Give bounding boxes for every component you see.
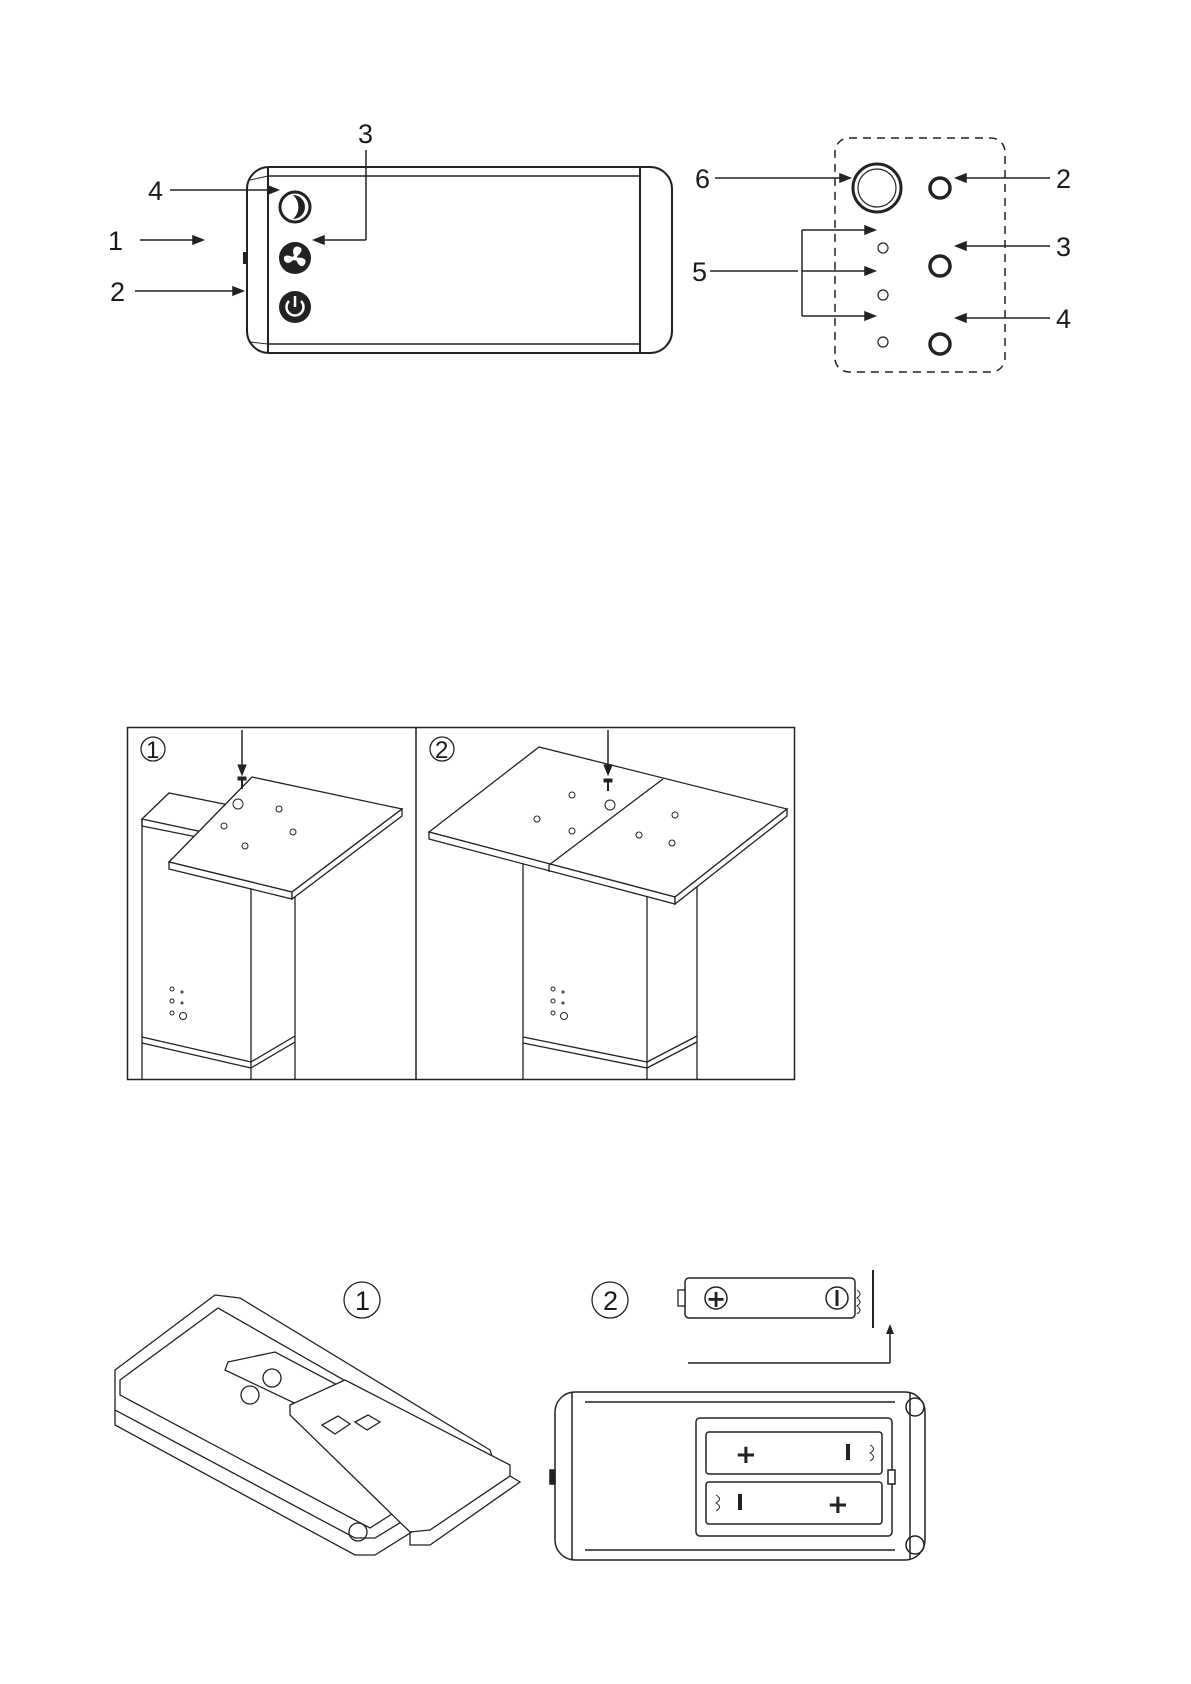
- fan-button[interactable]: [279, 242, 311, 274]
- remote-back-perspective: [115, 1295, 520, 1555]
- battery-insert: +: [678, 1270, 894, 1363]
- callout-2: 2: [110, 277, 125, 307]
- callout-leaders: [135, 150, 366, 295]
- battery-step-1-number: 1: [355, 1286, 370, 1316]
- callout-3: 3: [1056, 232, 1071, 262]
- battery-plus-symbol: +: [706, 1285, 726, 1313]
- plus-mark-top: +: [735, 1440, 757, 1470]
- callout-6: 6: [695, 164, 710, 194]
- main-button[interactable]: [853, 164, 901, 212]
- remote-back-top: [550, 1392, 925, 1560]
- callout-4: 4: [148, 176, 163, 206]
- step-1-number: 1: [146, 737, 159, 764]
- callout-3: 3: [358, 119, 373, 149]
- remote-front-figure: 4 3 1 2: [100, 120, 700, 380]
- battery-figure: 1 2 +: [100, 1270, 1100, 1580]
- mounting-figure: 1: [127, 727, 795, 1080]
- control-panel-figure: 6 5 2 3 4: [720, 130, 1080, 390]
- small-button-4[interactable]: [930, 334, 950, 354]
- step-2-number: 2: [435, 737, 448, 764]
- battery-step-2-number: 2: [603, 1286, 618, 1316]
- callout-5: 5: [692, 257, 707, 287]
- power-button[interactable]: [279, 291, 311, 323]
- plus-mark-bottom: +: [827, 1490, 849, 1520]
- small-button-2[interactable]: [930, 178, 950, 198]
- callout-4: 4: [1056, 304, 1071, 334]
- callout-2: 2: [1056, 164, 1071, 194]
- small-button-3[interactable]: [930, 256, 950, 276]
- callout-1: 1: [108, 226, 123, 256]
- indicator-leds: [878, 243, 888, 347]
- moon-button[interactable]: [280, 192, 310, 222]
